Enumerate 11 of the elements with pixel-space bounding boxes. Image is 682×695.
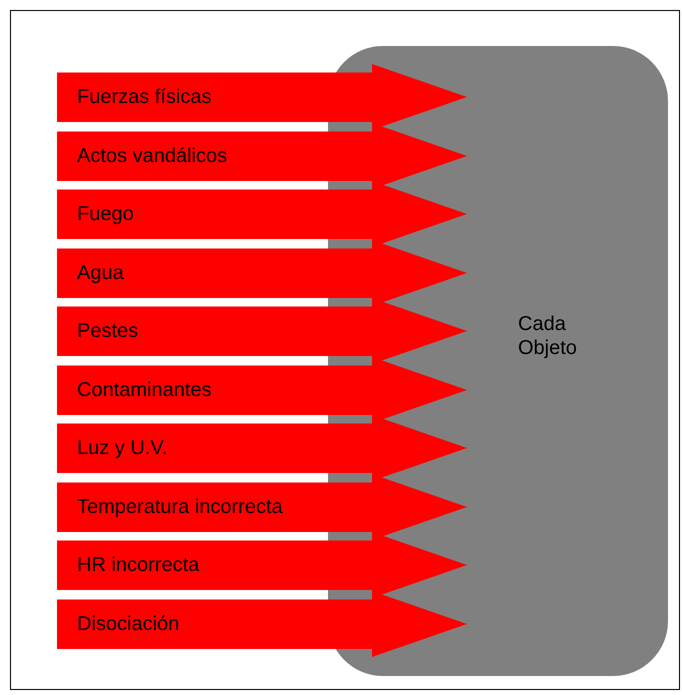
arrow-label: Fuego bbox=[77, 202, 134, 226]
arrow-label: Temperatura incorrecta bbox=[77, 494, 283, 518]
arrow-label: Luz y U.V. bbox=[77, 436, 168, 460]
arrow-label: Actos vandálicos bbox=[77, 144, 228, 168]
arrow-label: Fuerzas físicas bbox=[77, 85, 212, 109]
arrow-label: Pestes bbox=[77, 319, 138, 343]
arrow-label: HR incorrecta bbox=[77, 553, 200, 577]
object-label: Cada Objeto bbox=[518, 312, 578, 360]
arrow-label: Disociación bbox=[77, 612, 180, 636]
arrow-label: Contaminantes bbox=[77, 378, 212, 402]
arrow-label: Agua bbox=[77, 260, 124, 284]
